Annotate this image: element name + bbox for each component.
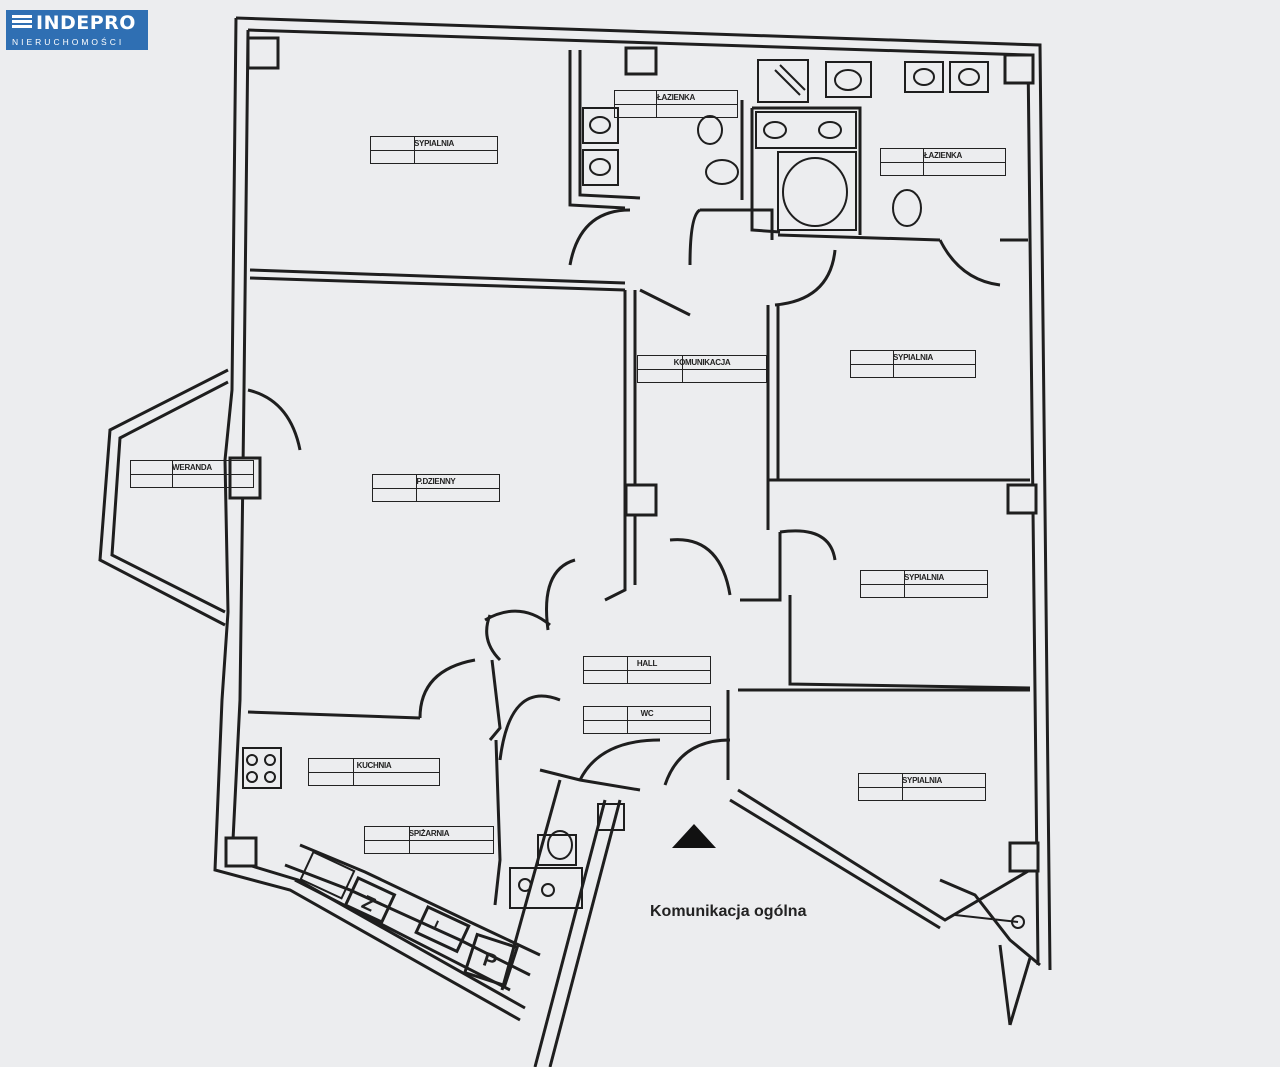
- logo-brand: INDEPRO: [36, 12, 136, 34]
- veranda-wall-inner: [110, 380, 229, 614]
- room-label-lazienka-2: ŁAZIENKA: [880, 148, 1006, 176]
- room-label-komunikacja: KOMUNIKACJA: [637, 355, 767, 383]
- entrance-arrow-icon: [672, 824, 716, 848]
- outer-wall-left: [213, 17, 521, 1022]
- room-label-wc: WC: [583, 706, 711, 734]
- logo-subtitle: NIERUCHOMOŚCI: [12, 37, 125, 47]
- company-logo: INDEPRO NIERUCHOMOŚCI: [6, 10, 148, 50]
- room-label-weranda: WERANDA: [130, 460, 254, 488]
- room-label-pokoj-dzienny: P.DZIENNY: [372, 474, 500, 502]
- common-area-label: Komunikacja ogólna: [650, 903, 807, 920]
- room-label-spizarnia: SPIŻARNIA: [364, 826, 494, 854]
- room-label-kuchnia: KUCHNIA: [308, 758, 440, 786]
- logo-building-icon: [12, 15, 32, 33]
- room-label-hall: HALL: [583, 656, 711, 684]
- room-label-sypialnia-3: SYPIALNIA: [860, 570, 988, 598]
- room-label-sypialnia-1: SYPIALNIA: [370, 136, 498, 164]
- room-label-lazienka-1: ŁAZIENKA: [614, 90, 738, 118]
- veranda-wall: [98, 368, 229, 627]
- outer-wall: [235, 16, 1052, 971]
- outer-wall-left-inner: [230, 29, 526, 1010]
- room-label-sypialnia-2: SYPIALNIA: [850, 350, 976, 378]
- room-label-sypialnia-4: SYPIALNIA: [858, 773, 986, 801]
